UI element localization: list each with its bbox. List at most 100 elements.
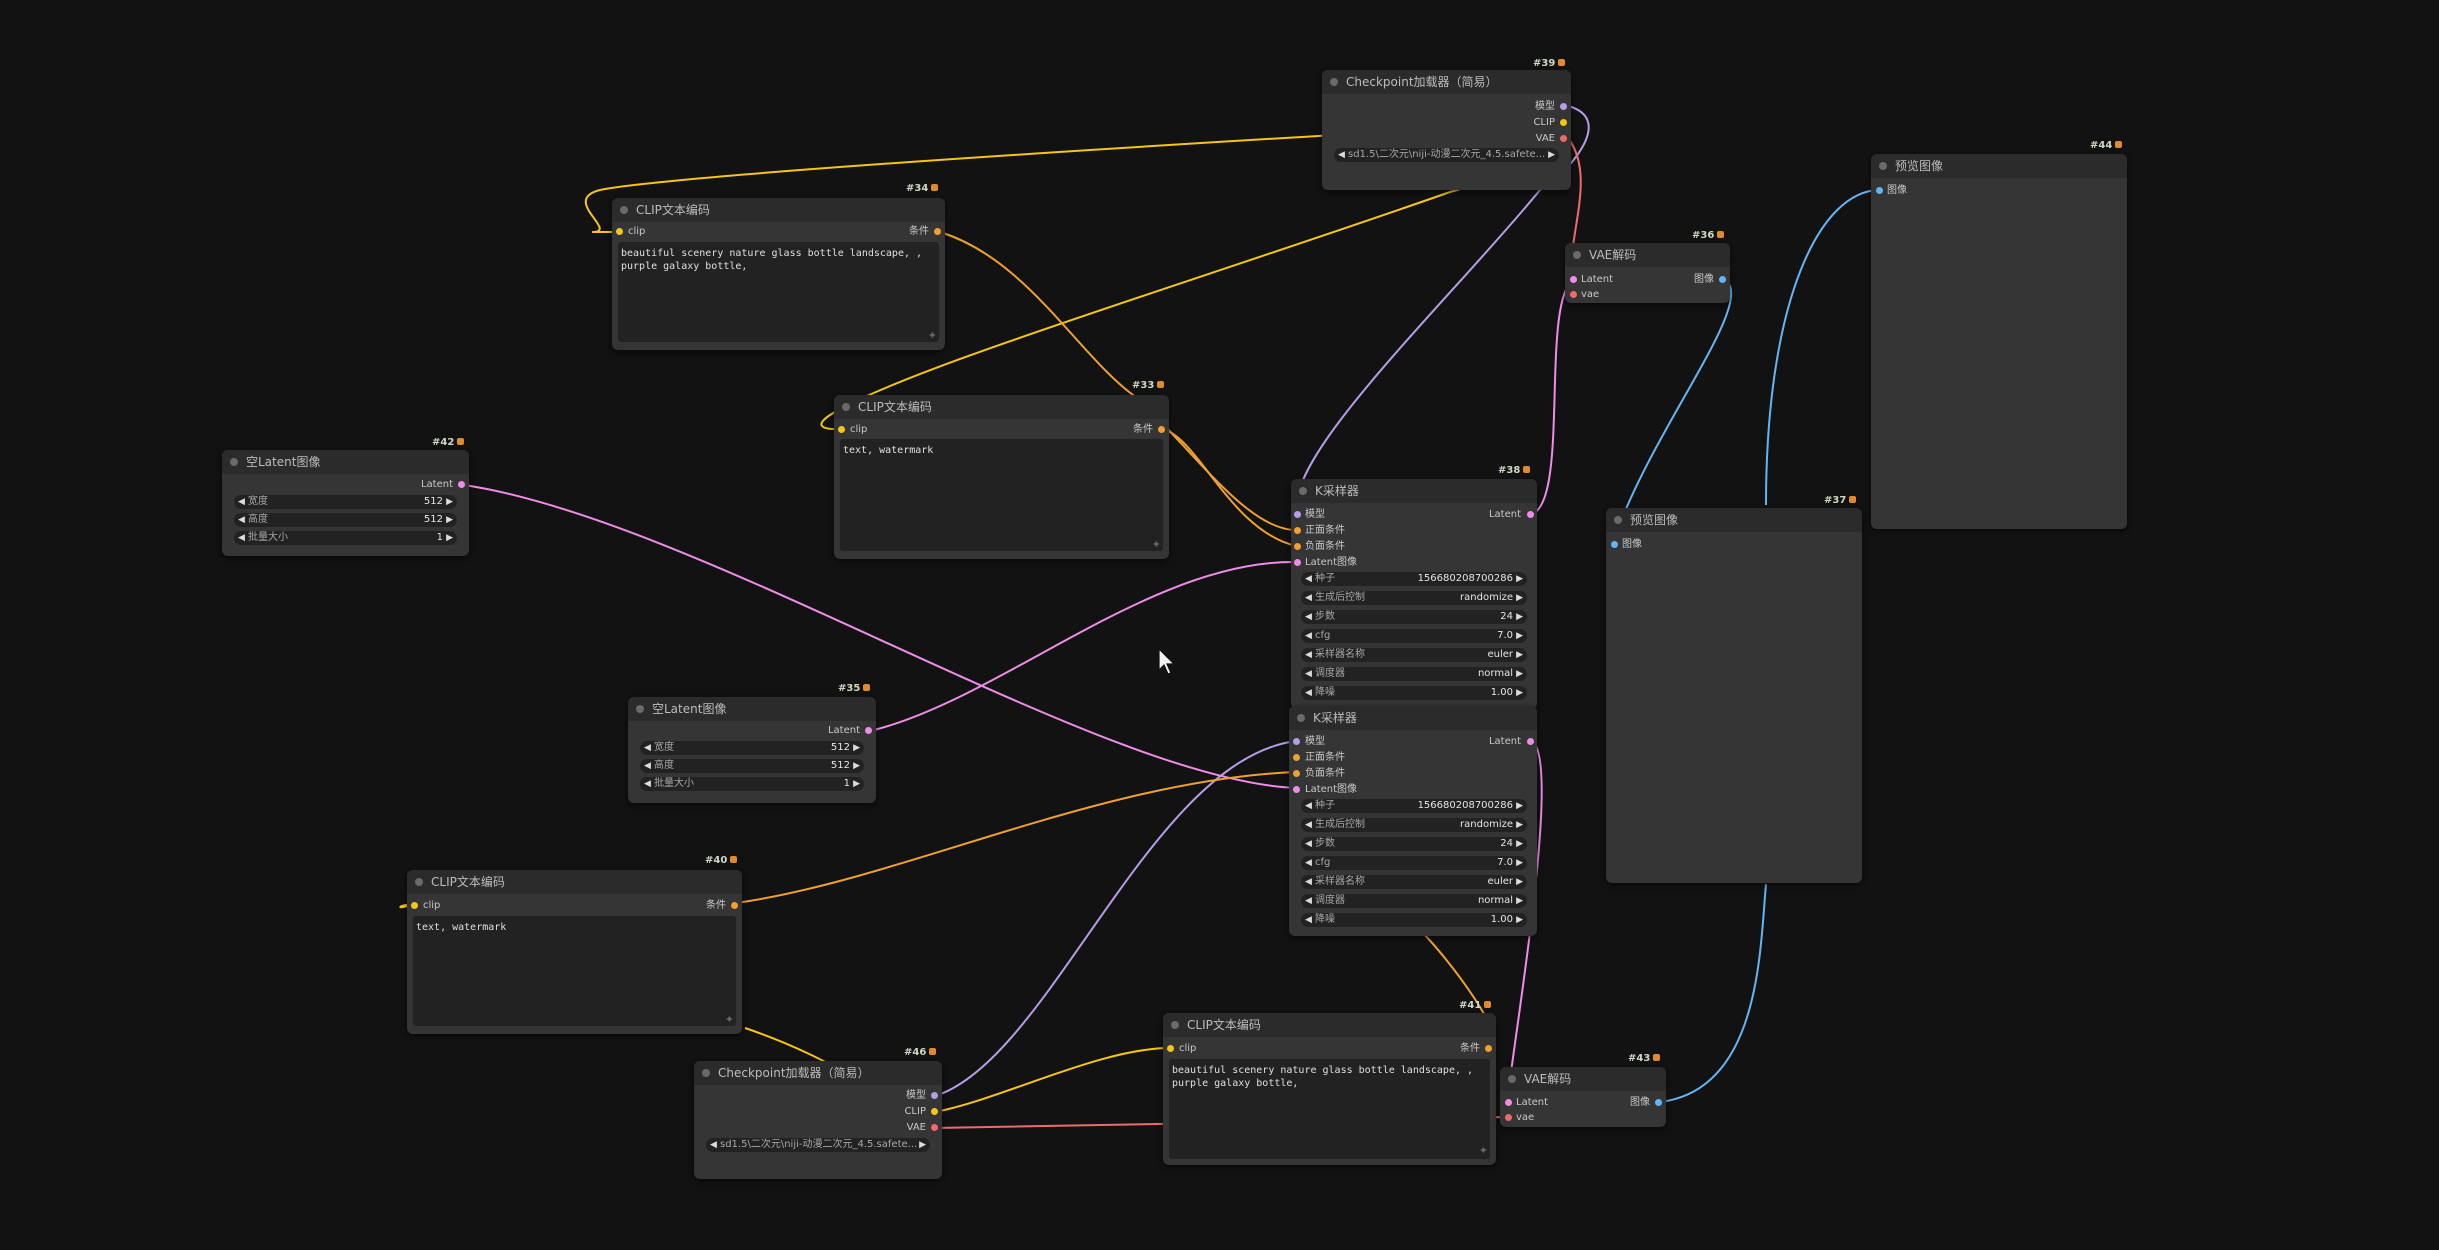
input-positive-pin[interactable] <box>1293 754 1300 761</box>
node-clip-text-encode-41[interactable]: CLIP文本编码 clip 条件 beautiful scenery natur… <box>1163 1013 1496 1165</box>
input-latent-pin[interactable] <box>1570 276 1577 283</box>
input-model-pin[interactable] <box>1293 738 1300 745</box>
node-header[interactable]: Checkpoint加载器（简易） <box>1322 70 1571 94</box>
node-clip-text-encode-40[interactable]: CLIP文本编码 clip 条件 text, watermark ✦ <box>407 870 742 1034</box>
output-latent-pin[interactable] <box>458 481 465 488</box>
node-preview-image-44[interactable]: 预览图像 图像 <box>1871 154 2127 529</box>
magic-wand-icon[interactable]: ✦ <box>724 1013 734 1026</box>
node-clip-text-encode-34[interactable]: CLIP文本编码 clip 条件 beautiful scenery natur… <box>612 198 945 350</box>
node-checkpoint-loader-39[interactable]: Checkpoint加载器（简易） 模型 CLIP VAE ◀sd1.5\二次元… <box>1322 70 1571 190</box>
output-model-label: 模型 <box>1535 101 1555 112</box>
output-cond-pin[interactable] <box>934 228 941 235</box>
node-header[interactable]: Checkpoint加载器（简易） <box>694 1061 942 1085</box>
mouse-cursor-icon <box>1158 648 1176 675</box>
node-vae-decode-36[interactable]: VAE解码 Latent vae 图像 <box>1565 243 1730 303</box>
node-title: Checkpoint加载器（简易） <box>1346 75 1498 89</box>
output-clip-pin[interactable] <box>1560 119 1567 126</box>
node-header[interactable]: VAE解码 <box>1500 1067 1666 1091</box>
output-model-pin[interactable] <box>931 1092 938 1099</box>
output-cond-pin[interactable] <box>1158 426 1165 433</box>
node-header[interactable]: VAE解码 <box>1565 243 1730 267</box>
input-image-pin[interactable] <box>1876 187 1883 194</box>
output-image-label: 图像 <box>1630 1097 1650 1108</box>
node-header[interactable]: 空Latent图像 <box>628 697 876 721</box>
output-vae-pin[interactable] <box>1560 135 1567 142</box>
input-model-pin[interactable] <box>1294 511 1301 518</box>
wire-image-43-37 <box>1659 883 1767 1103</box>
magic-wand-icon[interactable]: ✦ <box>1478 1144 1488 1157</box>
magic-wand-icon[interactable]: ✦ <box>1151 538 1161 551</box>
node-preview-image-37[interactable]: 预览图像 图像 <box>1606 508 1862 883</box>
input-latent-label: Latent图像 <box>1305 784 1358 795</box>
node-header[interactable]: CLIP文本编码 <box>612 198 945 222</box>
input-vae-pin[interactable] <box>1505 1114 1512 1121</box>
node-header[interactable]: 预览图像 <box>1606 508 1862 532</box>
node-checkpoint-loader-46[interactable]: Checkpoint加载器（简易） 模型 CLIP VAE ◀sd1.5\二次元… <box>694 1061 942 1179</box>
node-header[interactable]: 预览图像 <box>1871 154 2127 178</box>
input-latent-pin[interactable] <box>1293 786 1300 793</box>
output-cond-pin[interactable] <box>1485 1045 1492 1052</box>
output-clip-pin[interactable] <box>931 1108 938 1115</box>
prompt-textarea[interactable]: beautiful scenery nature glass bottle la… <box>1169 1059 1490 1159</box>
output-cond-pin[interactable] <box>731 902 738 909</box>
input-positive-pin[interactable] <box>1294 527 1301 534</box>
input-clip-pin[interactable] <box>838 426 845 433</box>
input-negative-pin[interactable] <box>1294 543 1301 550</box>
node-header[interactable]: CLIP文本编码 <box>1163 1013 1496 1037</box>
ckpt-name-combo[interactable]: ◀sd1.5\二次元\niji-动漫二次元_4.5.safete...▶ <box>1334 148 1559 162</box>
node-header[interactable]: CLIP文本编码 <box>407 870 742 894</box>
prompt-textarea[interactable]: beautiful scenery nature glass bottle la… <box>618 242 939 342</box>
input-clip-pin[interactable] <box>1167 1045 1174 1052</box>
output-latent-pin[interactable] <box>1527 511 1534 518</box>
input-vae-pin[interactable] <box>1570 291 1577 298</box>
ckpt-name-combo[interactable]: ◀sd1.5\二次元\niji-动漫二次元_4.5.safete...▶ <box>706 1138 930 1152</box>
prompt-textarea[interactable]: text, watermark <box>413 916 736 1026</box>
node-vae-decode-43[interactable]: VAE解码 Latent vae 图像 <box>1500 1067 1666 1127</box>
input-latent-pin[interactable] <box>1505 1099 1512 1106</box>
input-image-pin[interactable] <box>1611 541 1618 548</box>
input-latent-pin[interactable] <box>1294 559 1301 566</box>
node-header[interactable]: 空Latent图像 <box>222 450 469 474</box>
node-title: VAE解码 <box>1589 248 1637 262</box>
node-clip-text-encode-33[interactable]: CLIP文本编码 clip 条件 text, watermark ✦ <box>834 395 1169 559</box>
input-negative-pin[interactable] <box>1293 770 1300 777</box>
node-header[interactable]: K采样器 <box>1289 706 1537 730</box>
node-header[interactable]: K采样器 <box>1291 479 1537 503</box>
output-latent-pin[interactable] <box>1527 738 1534 745</box>
input-clip-pin[interactable] <box>411 902 418 909</box>
magic-wand-icon[interactable]: ✦ <box>927 329 937 342</box>
node-header[interactable]: CLIP文本编码 <box>834 395 1169 419</box>
output-vae-pin[interactable] <box>931 1124 938 1131</box>
output-image-pin[interactable] <box>1719 276 1726 283</box>
prompt-textarea[interactable]: text, watermark <box>840 439 1163 551</box>
output-image-pin[interactable] <box>1655 1099 1662 1106</box>
input-clip-pin[interactable] <box>616 228 623 235</box>
output-latent-pin[interactable] <box>865 727 872 734</box>
output-model-pin[interactable] <box>1560 103 1567 110</box>
